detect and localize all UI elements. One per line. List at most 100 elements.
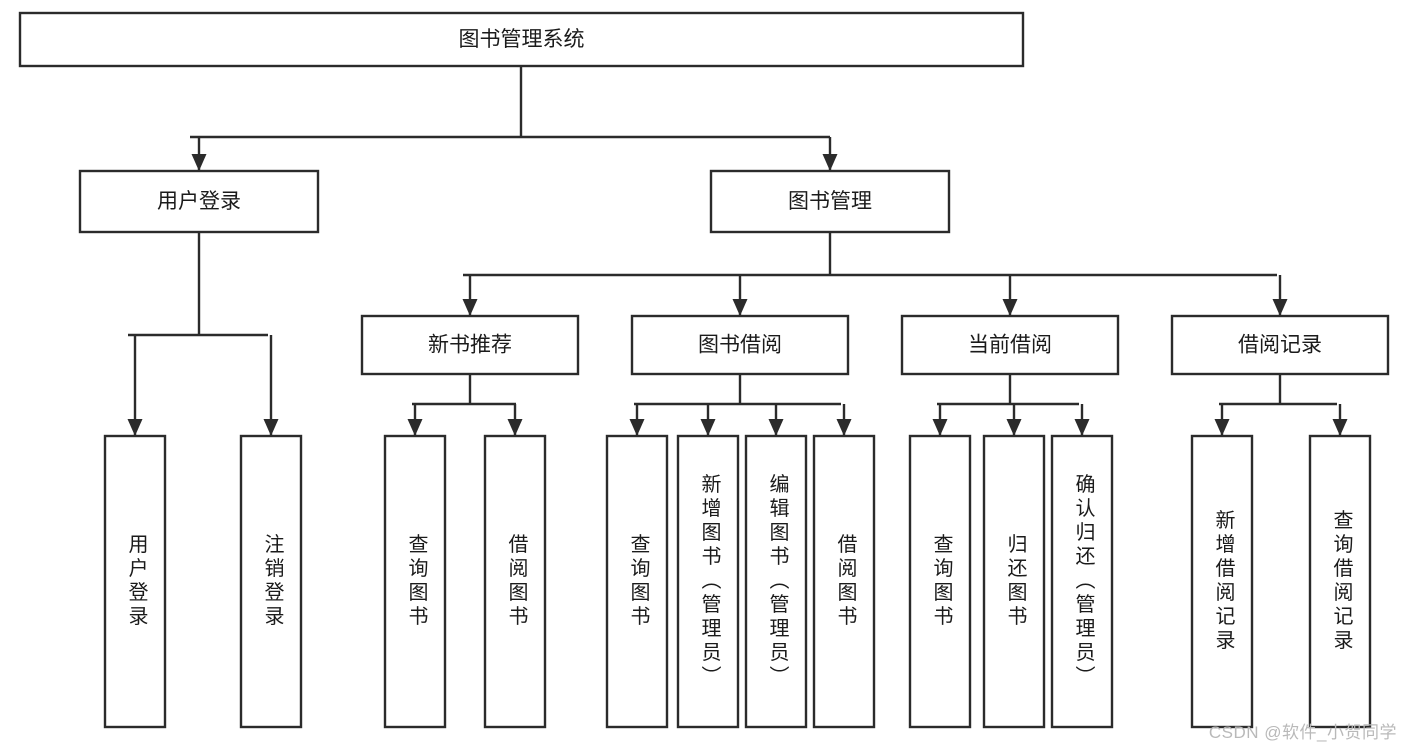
node-box-leaf-add-book[interactable] <box>676 434 740 729</box>
connector-edge-current-borrow-to-leaf-return-book <box>1006 404 1022 436</box>
node-leaf-add-record[interactable]: 新增借阅记录 <box>1190 434 1254 729</box>
node-label-borrow-record: 借阅记录 <box>1238 334 1322 357</box>
node-label-leaf-logout: 注销登录 <box>261 533 284 629</box>
node-label-current-borrow: 当前借阅 <box>968 334 1052 357</box>
connector-edge-book-manage-to-new-book-rec <box>462 275 478 316</box>
node-label-leaf-add-record: 新增借阅记录 <box>1212 509 1235 653</box>
node-leaf-user-login[interactable]: 用户登录 <box>103 434 167 729</box>
node-box-current-borrow[interactable] <box>900 314 1120 376</box>
connector-edge-book-borrow-to-leaf-add-book <box>700 404 716 436</box>
node-box-book-borrow[interactable] <box>630 314 850 376</box>
node-box-book-manage[interactable] <box>709 169 951 234</box>
arrow-head-icon <box>1006 419 1022 436</box>
node-leaf-edit-book[interactable]: 编辑图书（管理员） <box>744 434 808 729</box>
arrow-head-icon <box>1332 419 1348 436</box>
node-leaf-query-book-1[interactable]: 查询图书 <box>383 434 447 729</box>
node-leaf-logout[interactable]: 注销登录 <box>239 434 303 729</box>
connector-edge-current-borrow-to-leaf-query-book-3 <box>932 404 948 436</box>
arrow-head-icon <box>507 419 523 436</box>
node-label-leaf-edit-book: 编辑图书（管理员） <box>766 473 789 689</box>
connector-edge-new-book-rec-to-leaf-borrow-book-1 <box>507 404 523 436</box>
connector-edge-book-borrow-to-leaf-edit-book <box>768 404 784 436</box>
node-label-leaf-query-book-2: 查询图书 <box>627 533 650 629</box>
node-label-leaf-add-book: 新增图书（管理员） <box>698 473 721 689</box>
node-leaf-return-book[interactable]: 归还图书 <box>982 434 1046 729</box>
node-box-leaf-query-book-2[interactable] <box>605 434 669 729</box>
node-label-leaf-query-book-1: 查询图书 <box>405 533 428 629</box>
node-leaf-confirm-return[interactable]: 确认归还（管理员） <box>1050 434 1114 729</box>
connector-layer <box>127 66 1348 436</box>
arrow-head-icon <box>1214 419 1230 436</box>
node-box-leaf-logout[interactable] <box>239 434 303 729</box>
node-current-borrow[interactable]: 当前借阅 <box>900 314 1120 376</box>
node-borrow-record[interactable]: 借阅记录 <box>1170 314 1390 376</box>
node-layer: 图书管理系统用户登录图书管理新书推荐图书借阅当前借阅借阅记录用户登录注销登录查询… <box>18 11 1390 729</box>
node-label-book-borrow: 图书借阅 <box>698 334 782 357</box>
node-box-leaf-query-record[interactable] <box>1308 434 1372 729</box>
connector-group-bus-new-book-rec <box>412 374 516 406</box>
arrow-head-icon <box>836 419 852 436</box>
node-leaf-borrow-book-2[interactable]: 借阅图书 <box>812 434 876 729</box>
node-box-leaf-borrow-book-1[interactable] <box>483 434 547 729</box>
arrow-head-icon <box>263 419 279 436</box>
connector-edge-borrow-record-to-leaf-add-record <box>1214 404 1230 436</box>
arrow-head-icon <box>732 299 748 316</box>
node-label-user-login: 用户登录 <box>157 190 241 213</box>
node-leaf-query-record[interactable]: 查询借阅记录 <box>1308 434 1372 729</box>
node-box-leaf-return-book[interactable] <box>982 434 1046 729</box>
connector-edge-root-to-user-login <box>191 137 207 171</box>
node-box-leaf-borrow-book-2[interactable] <box>812 434 876 729</box>
node-root[interactable]: 图书管理系统 <box>18 11 1025 68</box>
node-leaf-add-book[interactable]: 新增图书（管理员） <box>676 434 740 729</box>
connector-edge-new-book-rec-to-leaf-query-book-1 <box>407 404 423 436</box>
node-book-borrow[interactable]: 图书借阅 <box>630 314 850 376</box>
node-box-leaf-query-book-3[interactable] <box>908 434 972 729</box>
connector-group-bus-current-borrow <box>937 374 1079 406</box>
connector-edge-root-to-book-manage <box>822 137 838 171</box>
arrow-head-icon <box>700 419 716 436</box>
node-box-leaf-user-login[interactable] <box>103 434 167 729</box>
node-leaf-query-book-3[interactable]: 查询图书 <box>908 434 972 729</box>
node-box-leaf-edit-book[interactable] <box>744 434 808 729</box>
connector-edge-book-manage-to-book-borrow <box>732 275 748 316</box>
node-box-root[interactable] <box>18 11 1025 68</box>
connector-edge-user-login-to-leaf-logout <box>263 335 279 436</box>
connector-edge-book-manage-to-borrow-record <box>1272 275 1288 316</box>
arrow-head-icon <box>822 154 838 171</box>
connector-group-bus-borrow-record <box>1219 374 1337 406</box>
node-box-user-login[interactable] <box>78 169 320 234</box>
connector-group-bus-user-login <box>128 232 268 337</box>
node-label-leaf-user-login: 用户登录 <box>125 534 148 630</box>
node-label-leaf-borrow-book-2: 借阅图书 <box>834 533 857 629</box>
node-box-leaf-confirm-return[interactable] <box>1050 434 1114 729</box>
arrow-head-icon <box>1272 299 1288 316</box>
arrow-head-icon <box>127 419 143 436</box>
node-box-leaf-add-record[interactable] <box>1190 434 1254 729</box>
arrow-head-icon <box>1074 419 1090 436</box>
node-box-borrow-record[interactable] <box>1170 314 1390 376</box>
csdn-watermark: CSDN @软件_小贺同学 <box>1208 723 1397 742</box>
node-book-manage[interactable]: 图书管理 <box>709 169 951 234</box>
arrow-head-icon <box>407 419 423 436</box>
arrow-head-icon <box>191 154 207 171</box>
connector-edge-borrow-record-to-leaf-query-record <box>1332 404 1348 436</box>
node-label-book-manage: 图书管理 <box>788 190 872 213</box>
node-box-new-book-rec[interactable] <box>360 314 580 376</box>
arrow-head-icon <box>1002 299 1018 316</box>
node-new-book-rec[interactable]: 新书推荐 <box>360 314 580 376</box>
node-label-leaf-query-record: 查询借阅记录 <box>1330 509 1353 653</box>
node-leaf-query-book-2[interactable]: 查询图书 <box>605 434 669 729</box>
arrow-head-icon <box>768 419 784 436</box>
node-box-leaf-query-book-1[interactable] <box>383 434 447 729</box>
node-user-login[interactable]: 用户登录 <box>78 169 320 234</box>
node-leaf-borrow-book-1[interactable]: 借阅图书 <box>483 434 547 729</box>
node-label-leaf-confirm-return: 确认归还（管理员） <box>1072 473 1095 689</box>
arrow-head-icon <box>462 299 478 316</box>
connector-edge-user-login-to-leaf-user-login <box>127 335 143 436</box>
connector-group-bus-book-manage <box>463 232 1277 277</box>
connector-edge-book-borrow-to-leaf-query-book-2 <box>629 404 645 436</box>
arrow-head-icon <box>629 419 645 436</box>
arrow-head-icon <box>932 419 948 436</box>
